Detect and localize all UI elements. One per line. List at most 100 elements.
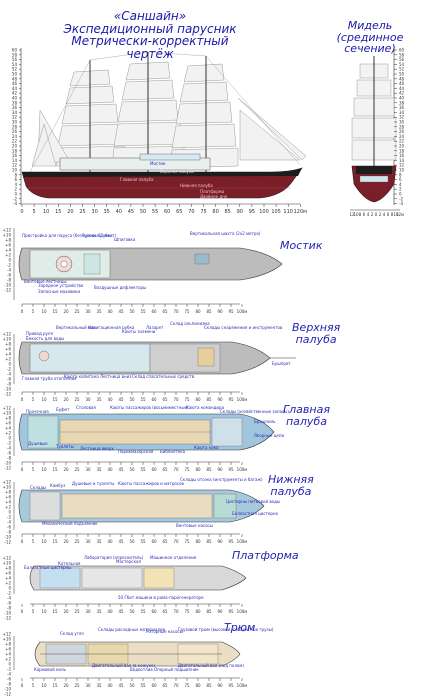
profile-tick-label: 70 bbox=[188, 209, 194, 215]
plan-vertical-label: +8 bbox=[5, 490, 11, 495]
plan-vertical-label: -2 bbox=[7, 263, 11, 268]
plan-tick-label: 15 bbox=[52, 683, 58, 688]
profile-tick-label: 5 bbox=[33, 209, 36, 215]
plan-tick-label: 95 bbox=[228, 309, 234, 314]
main-label-14: Брашпиль bbox=[254, 419, 276, 424]
plan-tick-label: 85 bbox=[206, 539, 212, 544]
midship-title-1: Мидель bbox=[347, 19, 393, 32]
section-title-platform: Платформа bbox=[232, 549, 299, 562]
profile-tick-label: 100 bbox=[259, 209, 269, 215]
midship-vertical-tick-label: 2 bbox=[399, 187, 402, 192]
midship-title-2: (срединное сечение) bbox=[336, 30, 404, 56]
midship-vertical-tick-label: 30 bbox=[399, 120, 405, 125]
plan-vertical-label: +10 bbox=[3, 561, 12, 566]
plan-vertical-label: -4 bbox=[7, 268, 11, 273]
plan-tick-label: 75 bbox=[184, 467, 190, 472]
profile-tick-label: 90 bbox=[237, 209, 243, 215]
plan-tick-label: 10 bbox=[41, 309, 47, 314]
main-label-5: Каюта командира bbox=[186, 405, 225, 410]
plan-vertical-label: -10 bbox=[4, 283, 11, 288]
midship-tick-label: 0 bbox=[375, 212, 378, 217]
bridge-label-7: Вантовые лестницы bbox=[24, 279, 67, 284]
midship-tick-label: 8 bbox=[391, 212, 394, 217]
plan-vertical-label: +10 bbox=[3, 411, 12, 416]
plan-vertical-label: -12 bbox=[4, 692, 11, 696]
midship-tick-label: 12 bbox=[349, 212, 355, 217]
profile-tick-label: 85 bbox=[225, 209, 231, 215]
plan-tick-label: 65 bbox=[162, 467, 168, 472]
plan-tick-label: 35 bbox=[96, 309, 102, 314]
main-label-10: Парикмахерская bbox=[118, 449, 154, 454]
plan-tick-label: 5 bbox=[32, 539, 35, 544]
plan-tick-label: 80 bbox=[195, 683, 201, 688]
hold-label-3: Роторные насосы bbox=[146, 629, 183, 634]
plan-vertical-label: 0 bbox=[8, 258, 11, 263]
midship-vertical-tick-label: 52 bbox=[399, 67, 405, 72]
plan-vertical-label: +6 bbox=[5, 495, 11, 500]
plan-tick-label: 75 bbox=[184, 309, 190, 314]
plan-vertical-label: -4 bbox=[7, 372, 11, 377]
plan-tick-label: 10 bbox=[41, 609, 47, 614]
midship-vertical-tick-label: 40 bbox=[399, 96, 405, 101]
plan-tick-label: 45 bbox=[118, 467, 124, 472]
plan-tick-label: 30 bbox=[85, 609, 91, 614]
plan-vertical-label: -10 bbox=[4, 687, 11, 692]
midship-vertical-tick-label: 4 bbox=[399, 182, 402, 187]
plan-vertical-label: -2 bbox=[7, 591, 11, 596]
vertical-tick-label: 54 bbox=[12, 62, 18, 67]
platform-label-1: Балластные цистерны bbox=[24, 565, 72, 570]
lower-label-8: Вентовые насосы bbox=[176, 523, 213, 528]
vertical-tick-label: 46 bbox=[12, 81, 18, 86]
plan-vertical-label: +12 bbox=[3, 632, 12, 637]
plan-vertical-label: -10 bbox=[4, 535, 11, 540]
platform-label-5: Машинное отделение bbox=[150, 555, 197, 560]
vertical-tick-label: 32 bbox=[12, 115, 18, 120]
vertical-tick-label: 4 bbox=[14, 182, 17, 187]
plan-tick-label: 90 bbox=[217, 609, 223, 614]
plan-tick-label: 0 bbox=[21, 467, 24, 472]
plan-tick-label: 5 bbox=[32, 467, 35, 472]
plan-tick-label: 50 bbox=[129, 467, 135, 472]
profile-label-platform: Платформа bbox=[200, 189, 225, 194]
plan-tick-label: 65 bbox=[162, 609, 168, 614]
plan-tick-label: 60 bbox=[151, 467, 157, 472]
main-label-13: Якорные цепи bbox=[254, 433, 285, 438]
midship-tick-label: 4 bbox=[367, 212, 370, 217]
main-label-9: Лестница вверх bbox=[80, 446, 114, 451]
plan-tick-label: 15 bbox=[52, 539, 58, 544]
plan-tick-label: 90 bbox=[217, 683, 223, 688]
upper-label-1: Привод руля bbox=[26, 331, 53, 336]
midship-vertical-tick-label: 24 bbox=[399, 134, 405, 139]
plan-tick-label: 55 bbox=[140, 683, 146, 688]
midship-tick-label: 12м bbox=[396, 212, 404, 217]
plan-tick-label: 75 bbox=[184, 609, 190, 614]
midship-vertical-tick-label: 14 bbox=[399, 158, 405, 163]
section-title-bridge: Мостик bbox=[280, 239, 323, 252]
midship-vertical-tick-label: 20 bbox=[399, 144, 405, 149]
upper-label-12: Склад спасательных средств bbox=[132, 374, 195, 379]
plan-tick-label: 40 bbox=[107, 683, 113, 688]
plan-tick-label: 50 bbox=[129, 309, 135, 314]
deckhouse bbox=[59, 157, 211, 171]
vertical-tick-label: 16 bbox=[12, 153, 18, 158]
profile-tick-label: 55 bbox=[152, 209, 158, 215]
vertical-tick-label: 52 bbox=[12, 67, 18, 72]
profile-tick-label: 30 bbox=[91, 209, 97, 215]
midship-vertical-tick-label: 46 bbox=[399, 81, 405, 86]
plan-vertical-label: +8 bbox=[5, 342, 11, 347]
main-label-2: Буфет bbox=[56, 407, 70, 412]
plan-vertical-label: +2 bbox=[5, 505, 11, 510]
platform-label-3: Лаборатория (опреснитель) bbox=[84, 555, 144, 560]
platform-label-4: Мастерская bbox=[116, 559, 141, 564]
midship-tick-label: 10 bbox=[353, 212, 359, 217]
plan-tick-label: 40 bbox=[107, 467, 113, 472]
midship-tick-label: 4 bbox=[383, 212, 386, 217]
ship-name: «Саншайн» bbox=[113, 9, 187, 23]
profile-tick-label: 95 bbox=[249, 209, 255, 215]
main-label-6: Склады (хозяйственные запасы) bbox=[220, 409, 289, 414]
hold-label-8: Опорный подшипник bbox=[154, 667, 199, 672]
midship-vertical-tick-label: 22 bbox=[399, 139, 405, 144]
profile-tick-label: 40 bbox=[116, 209, 122, 215]
plan-tick-label: 95 bbox=[228, 683, 234, 688]
